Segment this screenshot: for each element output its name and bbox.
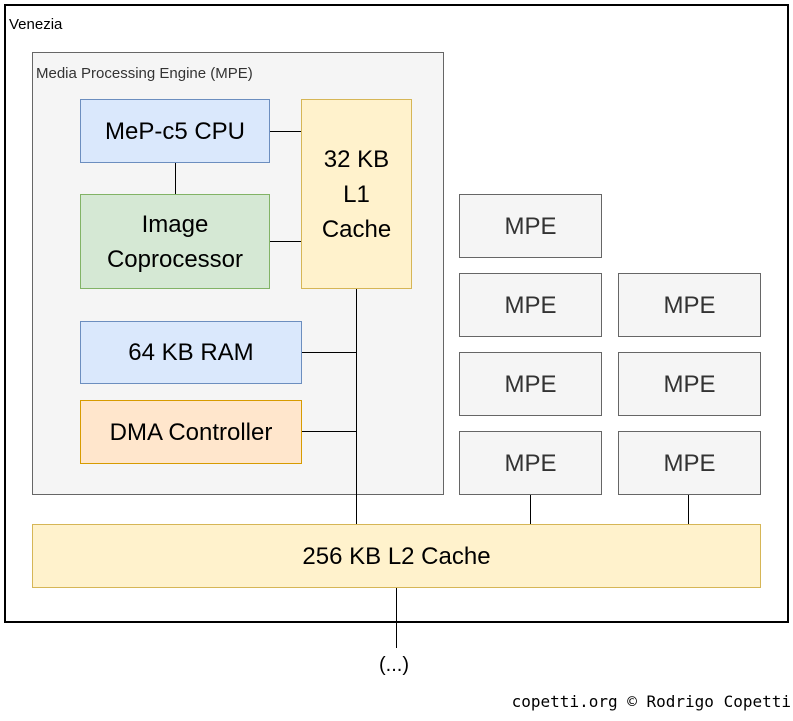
mpe-unit: MPE: [618, 352, 761, 416]
coprocessor-l1-connector: [270, 241, 301, 242]
mpe-unit-label: MPE: [504, 370, 557, 398]
mpe-unit: MPE: [459, 431, 602, 495]
ram-label: 64 KB RAM: [128, 339, 254, 366]
mpe-unit-label: MPE: [663, 291, 716, 319]
ram-bus-connector: [302, 352, 357, 353]
mpe-unit-label: MPE: [504, 291, 557, 319]
cpu-coprocessor-connector: [175, 163, 176, 194]
coprocessor-block: Image Coprocessor: [80, 194, 270, 289]
continuation-label: (...): [379, 654, 409, 676]
l2-cache-label: 256 KB L2 Cache: [302, 542, 491, 570]
l2-cache-block: 256 KB L2 Cache: [32, 524, 761, 588]
copyright-footer: copetti.org © Rodrigo Copetti: [511, 692, 791, 711]
mpe-unit-label: MPE: [504, 449, 557, 477]
cpu-block: MeP-c5 CPU: [80, 99, 270, 163]
dma-label: DMA Controller: [109, 418, 273, 446]
coprocessor-label: Image Coprocessor: [106, 210, 244, 273]
mpe-unit-label: MPE: [504, 212, 557, 240]
mpe-unit: MPE: [459, 194, 602, 258]
l1-cache-line-3: Cache: [321, 215, 392, 243]
l1-cache-line-1: 32 KB: [323, 145, 390, 173]
mpe-unit-label: MPE: [663, 370, 716, 398]
venezia-label: Venezia: [9, 16, 63, 33]
mpe-l2-connector: [530, 495, 531, 524]
l1-l2-bus: [356, 289, 357, 524]
l2-external-connector: [396, 588, 397, 648]
mpe-unit: MPE: [459, 273, 602, 337]
l1-cache-block: 32 KB L1 Cache: [301, 99, 412, 289]
mpe-unit: MPE: [618, 431, 761, 495]
mpe-l2-connector: [688, 495, 689, 524]
cpu-l1-connector: [270, 131, 301, 132]
mpe-unit: MPE: [459, 352, 602, 416]
l1-cache-line-2: L1: [343, 180, 370, 208]
mpe-unit-label: MPE: [663, 449, 716, 477]
cpu-label: MeP-c5 CPU: [104, 117, 246, 145]
dma-block: DMA Controller: [80, 400, 302, 464]
mpe-detail-label: Media Processing Engine (MPE): [36, 65, 253, 82]
dma-bus-connector: [302, 431, 357, 432]
ram-block: 64 KB RAM: [80, 321, 302, 384]
mpe-unit: MPE: [618, 273, 761, 337]
